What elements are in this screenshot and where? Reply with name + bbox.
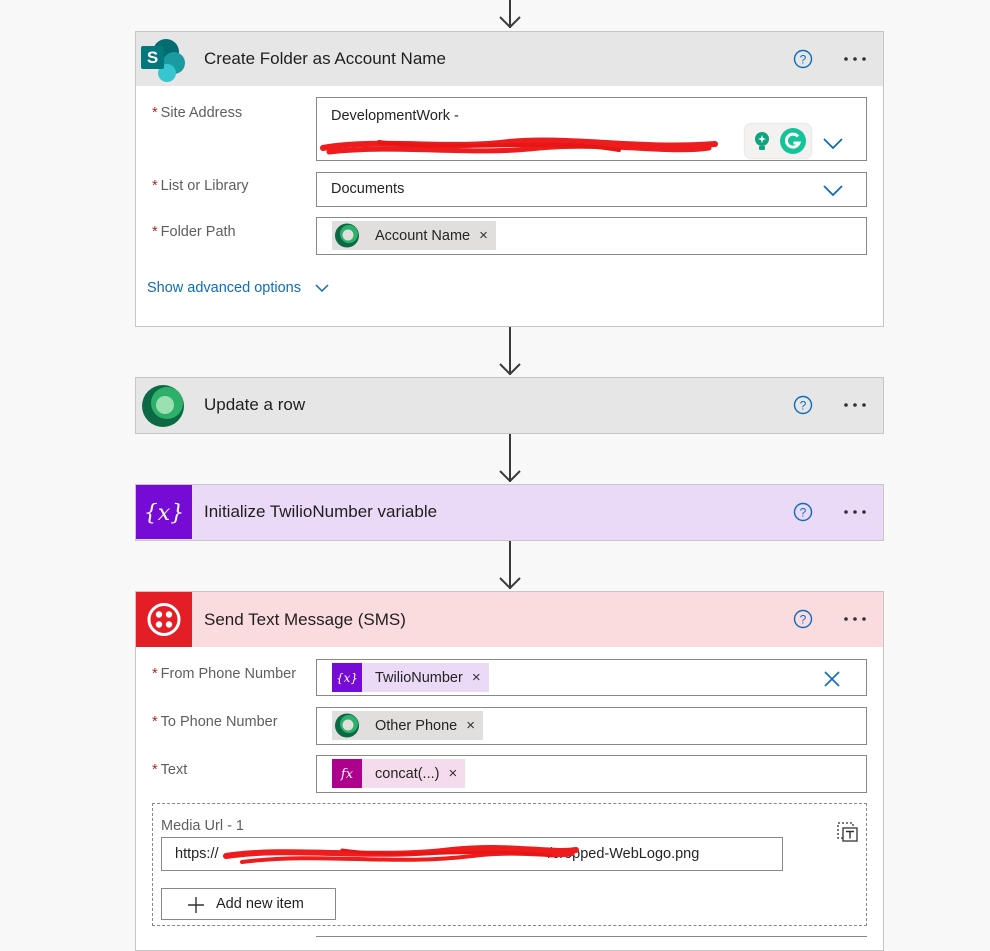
svg-text:{𝑥}: {𝑥} (144, 501, 184, 526)
concat-token[interactable]: fx concat(...) × (332, 759, 466, 788)
folder-path-field[interactable]: Account Name × (316, 217, 867, 255)
site-address-label: *Site Address (152, 105, 243, 121)
token-label: Other Phone (375, 718, 458, 734)
to-phone-label: *To Phone Number (152, 714, 278, 730)
chevron-down-icon (315, 284, 329, 292)
show-advanced-label: Show advanced options (147, 280, 301, 296)
next-field-edge (316, 936, 867, 937)
remove-token-icon[interactable]: × (479, 227, 488, 244)
media-url-label: Media Url - 1 (161, 818, 244, 834)
connector-line (509, 327, 511, 375)
account-name-token[interactable]: Account Name × (332, 221, 496, 250)
svg-text:?: ? (800, 506, 807, 520)
list-library-value: Documents (331, 181, 405, 197)
other-phone-token[interactable]: Other Phone × (332, 711, 483, 740)
card-title: Send Text Message (SMS) (204, 610, 406, 629)
token-label: TwilioNumber (375, 670, 463, 686)
expression-icon: fx (332, 759, 362, 788)
site-address-field[interactable]: DevelopmentWork - (316, 97, 867, 161)
more-options-icon[interactable] (841, 394, 869, 416)
show-advanced-link[interactable]: Show advanced options (147, 280, 329, 296)
connector-arrow-icon (499, 577, 521, 589)
clear-icon[interactable] (824, 671, 840, 687)
send-sms-header[interactable]: Send Text Message (SMS) ? (136, 592, 883, 647)
media-url-input[interactable]: https:// /cropped-WebLogo.png (161, 837, 783, 871)
token-label: concat(...) (375, 766, 440, 782)
connector-line (509, 434, 511, 482)
help-icon[interactable]: ? (793, 502, 813, 522)
svg-text:fx: fx (340, 767, 354, 782)
add-new-item-button[interactable]: Add new item (161, 888, 336, 920)
update-row-card[interactable]: Update a row ? (135, 377, 884, 434)
from-phone-field[interactable]: {𝑥} TwilioNumber × (316, 659, 867, 696)
list-library-field[interactable]: Documents (316, 172, 867, 207)
create-folder-card: S Create Folder as Account Name ? *Site … (135, 31, 884, 327)
connector-arrow-icon (499, 363, 521, 375)
help-icon[interactable]: ? (793, 395, 813, 415)
plus-icon (188, 897, 204, 913)
help-icon[interactable]: ? (793, 49, 813, 69)
redaction-scribble (320, 137, 718, 155)
dataverse-icon (335, 223, 359, 248)
sharepoint-icon: S (136, 32, 192, 86)
svg-text:S: S (147, 48, 158, 67)
media-url-suffix: /cropped-WebLogo.png (548, 846, 700, 862)
help-icon[interactable]: ? (793, 609, 813, 629)
site-address-value: DevelopmentWork - (331, 108, 459, 124)
token-label: Account Name (375, 228, 471, 244)
more-options-icon[interactable] (841, 501, 869, 523)
list-library-label: *List or Library (152, 178, 249, 194)
folder-path-label: *Folder Path (152, 224, 236, 240)
remove-token-icon[interactable]: × (448, 765, 458, 782)
media-url-section: Media Url - 1 https:// /cropped-WebLogo.… (152, 803, 867, 926)
dataverse-icon (335, 713, 359, 738)
send-sms-card: Send Text Message (SMS) ? *From Phone Nu… (135, 591, 884, 951)
grammarly-widget[interactable] (745, 124, 811, 158)
lightbulb-icon[interactable] (751, 130, 773, 152)
svg-text:{𝑥}: {𝑥} (336, 671, 358, 685)
chevron-down-icon[interactable] (823, 185, 843, 197)
card-title: Initialize TwilioNumber variable (204, 502, 438, 521)
card-title: Create Folder as Account Name (204, 49, 446, 68)
connector-line (509, 0, 511, 28)
text-label: *Text (152, 762, 188, 778)
svg-text:?: ? (800, 53, 807, 67)
twilio-number-token[interactable]: {𝑥} TwilioNumber × (332, 663, 489, 692)
create-folder-header[interactable]: S Create Folder as Account Name ? (136, 32, 883, 86)
more-options-icon[interactable] (841, 48, 869, 70)
from-phone-label: *From Phone Number (152, 666, 297, 682)
media-url-prefix: https:// (175, 846, 219, 862)
to-phone-field[interactable]: Other Phone × (316, 707, 867, 745)
variable-icon: {𝑥} (136, 485, 192, 539)
remove-token-icon[interactable]: × (466, 717, 475, 734)
connector-arrow-icon (499, 16, 521, 28)
redaction-scribble (223, 845, 579, 864)
dataverse-icon (136, 378, 192, 432)
twilio-icon (136, 592, 192, 647)
connector-arrow-icon (499, 470, 521, 482)
more-options-icon[interactable] (841, 608, 869, 630)
remove-token-icon[interactable]: × (471, 669, 481, 686)
add-new-item-label: Add new item (216, 896, 304, 912)
switch-to-text-mode-icon[interactable] (837, 822, 859, 842)
init-variable-card[interactable]: {𝑥} Initialize TwilioNumber variable ? (135, 484, 884, 541)
card-title: Update a row (204, 395, 306, 414)
chevron-down-icon[interactable] (823, 138, 843, 150)
svg-text:?: ? (800, 399, 807, 413)
connector-line (509, 541, 511, 589)
grammarly-icon[interactable] (779, 127, 807, 155)
variable-icon: {𝑥} (332, 663, 362, 692)
svg-text:?: ? (800, 613, 807, 627)
text-field[interactable]: fx concat(...) × (316, 755, 867, 793)
